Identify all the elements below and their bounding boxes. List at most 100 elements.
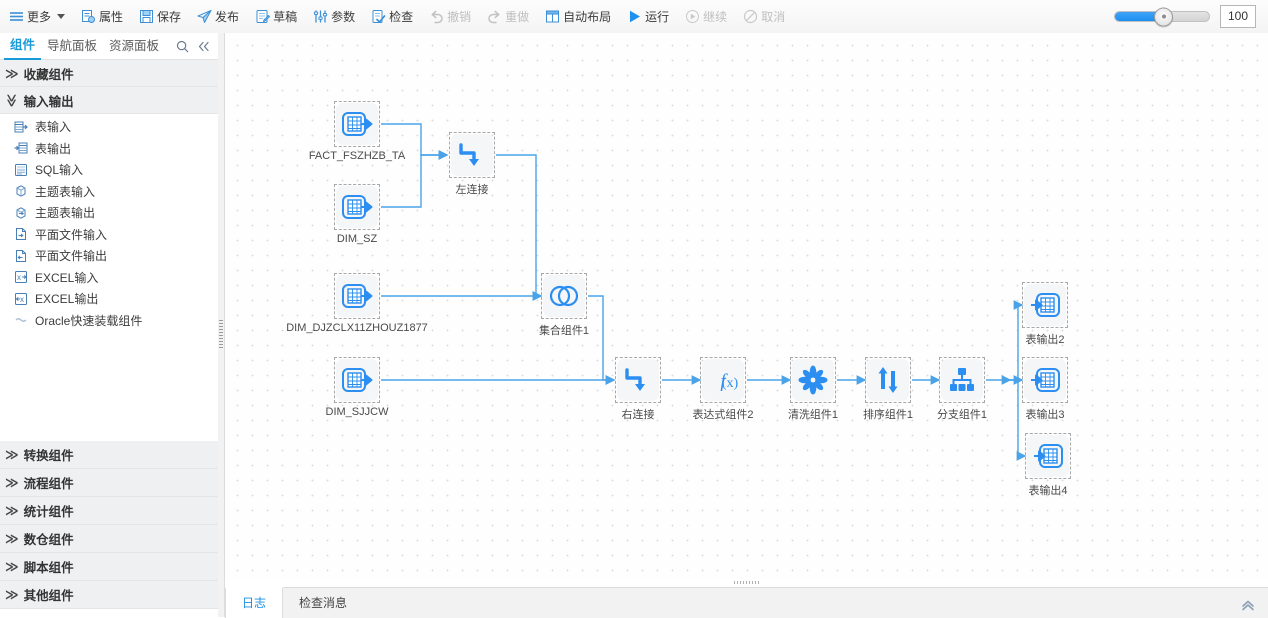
tab-log[interactable]: 日志 bbox=[225, 587, 284, 618]
node-selection-border bbox=[334, 273, 380, 319]
toolbar-continue-label: 继续 bbox=[703, 10, 728, 24]
toolbar-cancel-button[interactable]: 取消 bbox=[736, 5, 792, 29]
node-selection-border bbox=[939, 357, 985, 403]
palette-group-script-label: 脚本组件 bbox=[23, 561, 74, 575]
draft-icon bbox=[255, 9, 271, 24]
vertical-splitter[interactable] bbox=[218, 33, 225, 617]
flow-canvas[interactable]: FACT_FSZHZB_TA DIM_SZ 左连接 bbox=[225, 33, 1268, 578]
palette-item-subject-table-input[interactable]: 主题表输入 bbox=[0, 181, 218, 203]
palette-item-subject-table-output[interactable]: 主题表输出 bbox=[0, 202, 218, 224]
palette-item-excel-output-label: EXCEL输出 bbox=[35, 292, 99, 307]
main-toolbar: 更多 属性 保存 发布 草稿 bbox=[0, 0, 1268, 34]
zoom-controls: 100 bbox=[1114, 5, 1268, 28]
left-join-node-icon bbox=[454, 137, 490, 173]
vertical-splitter-grip[interactable] bbox=[219, 320, 223, 350]
toolbar-draft-button[interactable]: 草稿 bbox=[248, 5, 304, 29]
svg-text:x: x bbox=[17, 273, 21, 282]
toolbar-properties-button[interactable]: 属性 bbox=[74, 5, 130, 29]
flow-edges bbox=[381, 123, 1027, 461]
node-selection-border bbox=[334, 101, 380, 147]
toolbar-redo-button[interactable]: 重做 bbox=[480, 5, 536, 29]
chevron-double-right-icon: ≫ bbox=[5, 531, 19, 546]
properties-icon bbox=[81, 9, 96, 24]
chevron-double-up-icon[interactable] bbox=[1240, 597, 1268, 618]
palette-item-flat-file-input[interactable]: 平面文件输入 bbox=[0, 224, 218, 246]
horizontal-splitter[interactable] bbox=[225, 578, 1268, 587]
toolbar-redo-label: 重做 bbox=[505, 10, 530, 24]
palette-item-oracle-loader[interactable]: Oracle快速装载组件 bbox=[0, 310, 218, 332]
palette-item-table-input-label: 表输入 bbox=[35, 120, 72, 135]
palette-group-other-label: 其他组件 bbox=[23, 589, 74, 603]
toolbar-check-button[interactable]: 检查 bbox=[364, 5, 420, 29]
toolbar-publish-button[interactable]: 发布 bbox=[190, 5, 246, 29]
cancel-icon bbox=[743, 9, 758, 24]
palette-group-transform-label: 转换组件 bbox=[23, 449, 74, 463]
node-label: 排序组件1 bbox=[862, 409, 914, 421]
palette-group-warehouse-label: 数仓组件 bbox=[23, 533, 74, 547]
palette-group-warehouse[interactable]: ≫ 数仓组件 bbox=[0, 525, 218, 553]
branch-node-icon bbox=[944, 362, 980, 398]
palette-group-flow-label: 流程组件 bbox=[23, 477, 74, 491]
palette-group-input-output-body: 表输入 表输出 SQL输入 bbox=[0, 114, 218, 333]
palette-item-excel-output[interactable]: x EXCEL输出 bbox=[0, 288, 218, 310]
palette-item-flat-file-output[interactable]: 平面文件输出 bbox=[0, 245, 218, 267]
tab-components[interactable]: 组件 bbox=[4, 33, 42, 60]
table-input-icon bbox=[14, 120, 28, 134]
search-icon[interactable] bbox=[176, 40, 189, 53]
palette-item-table-output[interactable]: 表输出 bbox=[0, 138, 218, 160]
table-output-icon bbox=[14, 141, 28, 155]
palette-group-script[interactable]: ≫ 脚本组件 bbox=[0, 553, 218, 581]
palette-group-flow[interactable]: ≫ 流程组件 bbox=[0, 469, 218, 497]
right-join-node-icon bbox=[620, 362, 656, 398]
toolbar-auto-layout-button[interactable]: 自动布局 bbox=[538, 5, 618, 29]
toolbar-more-button[interactable]: 更多 bbox=[2, 5, 72, 29]
oracle-loader-icon bbox=[14, 313, 28, 327]
node-label: 表输出2 bbox=[1025, 334, 1065, 346]
palette-group-favorites[interactable]: ≫ 收藏组件 bbox=[0, 60, 218, 87]
node-label: 右连接 bbox=[621, 409, 655, 421]
excel-input-icon: x bbox=[14, 270, 28, 284]
node-tile bbox=[702, 359, 744, 401]
palette-item-sql-input[interactable]: SQL输入 bbox=[0, 159, 218, 181]
node-selection-border bbox=[541, 273, 587, 319]
palette-item-table-input[interactable]: 表输入 bbox=[0, 116, 218, 138]
palette-group-transform[interactable]: ≫ 转换组件 bbox=[0, 441, 218, 469]
tab-resource-panel[interactable]: 资源面板 bbox=[109, 38, 160, 53]
chevron-double-right-icon: ≫ bbox=[5, 447, 19, 462]
palette-group-other[interactable]: ≫ 其他组件 bbox=[0, 581, 218, 609]
table-input-node-icon bbox=[339, 189, 375, 225]
toolbar-save-button[interactable]: 保存 bbox=[132, 5, 188, 29]
cleanse-node-icon bbox=[795, 362, 831, 398]
zoom-slider-knob[interactable] bbox=[1154, 7, 1174, 26]
toolbar-run-label: 运行 bbox=[645, 10, 670, 24]
palette-group-statistics[interactable]: ≫ 统计组件 bbox=[0, 497, 218, 525]
palette-item-table-output-label: 表输出 bbox=[35, 141, 72, 156]
node-label: 表输出4 bbox=[1028, 485, 1068, 497]
palette-item-oracle-loader-label: Oracle快速装载组件 bbox=[35, 313, 143, 328]
tab-navigation-panel[interactable]: 导航面板 bbox=[47, 38, 98, 53]
chevron-double-right-icon: ≫ bbox=[5, 503, 19, 518]
hamburger-icon bbox=[9, 9, 24, 24]
palette-item-flat-file-output-label: 平面文件输出 bbox=[35, 249, 108, 264]
node-selection-border bbox=[449, 132, 495, 178]
toolbar-parameters-button[interactable]: 参数 bbox=[306, 5, 362, 29]
collapse-left-icon[interactable] bbox=[197, 40, 210, 53]
toolbar-undo-button[interactable]: 撤销 bbox=[422, 5, 478, 29]
toolbar-run-button[interactable]: 运行 bbox=[620, 5, 676, 29]
flat-file-input-icon bbox=[14, 227, 28, 241]
palette-group-favorites-label: 收藏组件 bbox=[23, 67, 74, 82]
node-selection-border bbox=[700, 357, 746, 403]
horizontal-splitter-grip[interactable] bbox=[733, 581, 760, 584]
zoom-slider[interactable] bbox=[1114, 7, 1210, 26]
zoom-value-input[interactable]: 100 bbox=[1220, 5, 1256, 28]
node-label: 集合组件1 bbox=[538, 325, 590, 337]
run-icon bbox=[627, 9, 642, 24]
chevron-double-right-icon: ≫ bbox=[5, 559, 19, 574]
palette-item-excel-input[interactable]: x EXCEL输入 bbox=[0, 267, 218, 289]
tab-check-messages[interactable]: 检查消息 bbox=[299, 596, 348, 610]
node-tile bbox=[867, 359, 909, 401]
palette-group-input-output[interactable]: ≫ 输入输出 bbox=[0, 87, 218, 114]
toolbar-save-label: 保存 bbox=[157, 10, 182, 24]
toolbar-continue-button[interactable]: 继续 bbox=[678, 5, 734, 29]
